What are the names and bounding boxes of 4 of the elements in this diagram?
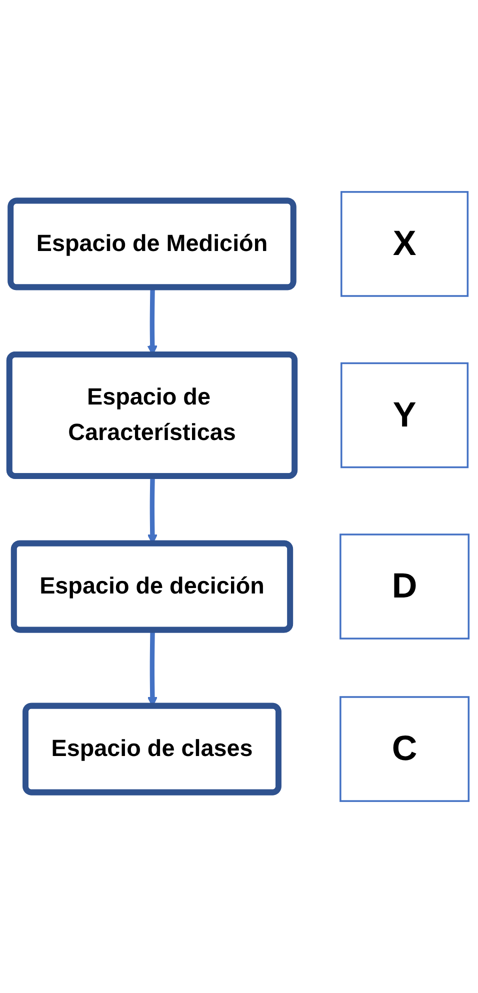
node-box: C	[340, 696, 470, 802]
node-box: X	[340, 191, 469, 297]
node-box: Y	[340, 362, 469, 468]
node-box: D	[340, 534, 470, 640]
